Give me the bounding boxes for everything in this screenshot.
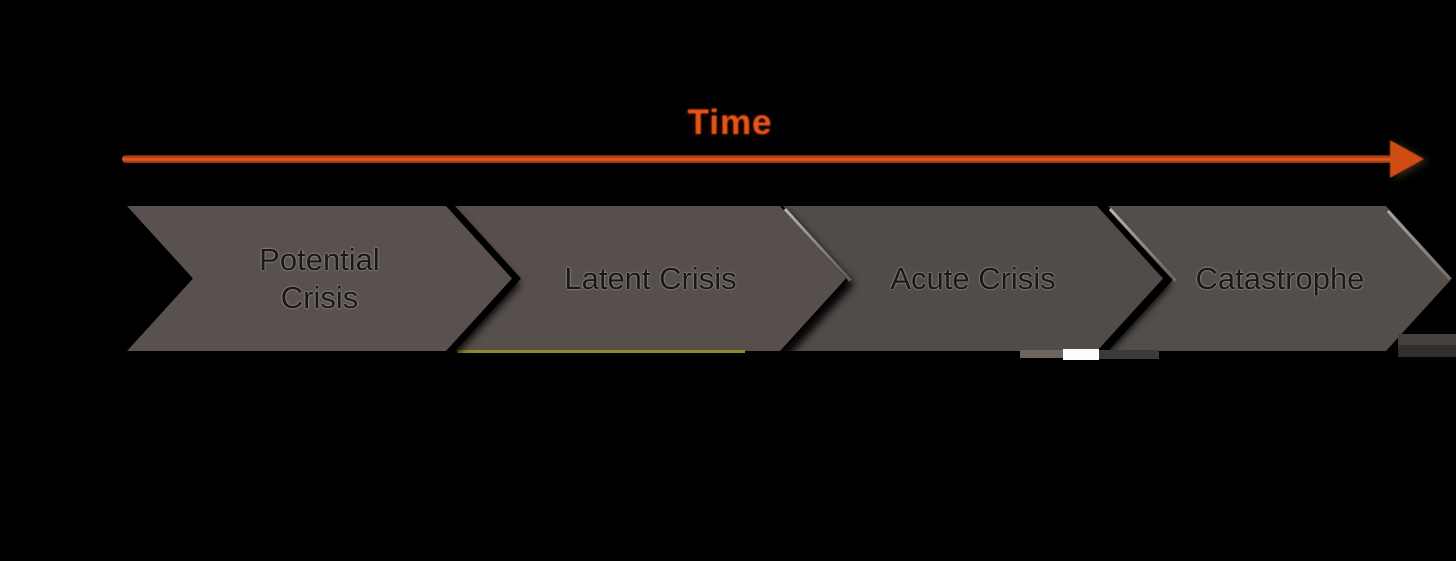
time-axis-title: Time xyxy=(687,103,773,142)
time-arrow-line xyxy=(122,155,1394,163)
shadow-bar-artifact xyxy=(1398,345,1456,357)
gray-strip-artifact xyxy=(1020,350,1063,358)
time-arrow-head-icon xyxy=(1390,140,1424,178)
step-label: Catastrophe xyxy=(1195,260,1365,296)
olive-bottom-edge-artifact xyxy=(457,350,745,353)
step-label: Latent Crisis xyxy=(564,260,737,296)
step-label: Acute Crisis xyxy=(890,260,1056,296)
chevron-shape: Latent Crisis xyxy=(455,206,846,351)
process-step-latent-crisis: Latent Crisis xyxy=(455,206,846,351)
chevron-shape: Potential Crisis xyxy=(127,206,512,351)
shadow-bar-artifact xyxy=(1398,334,1456,345)
process-step-potential-crisis: Potential Crisis xyxy=(127,206,512,351)
step-label: Potential Crisis xyxy=(259,241,380,315)
process-step-catastrophe: Catastrophe xyxy=(1108,206,1452,351)
dark-strip-artifact xyxy=(1099,350,1159,359)
white-patch-artifact xyxy=(1063,349,1099,360)
